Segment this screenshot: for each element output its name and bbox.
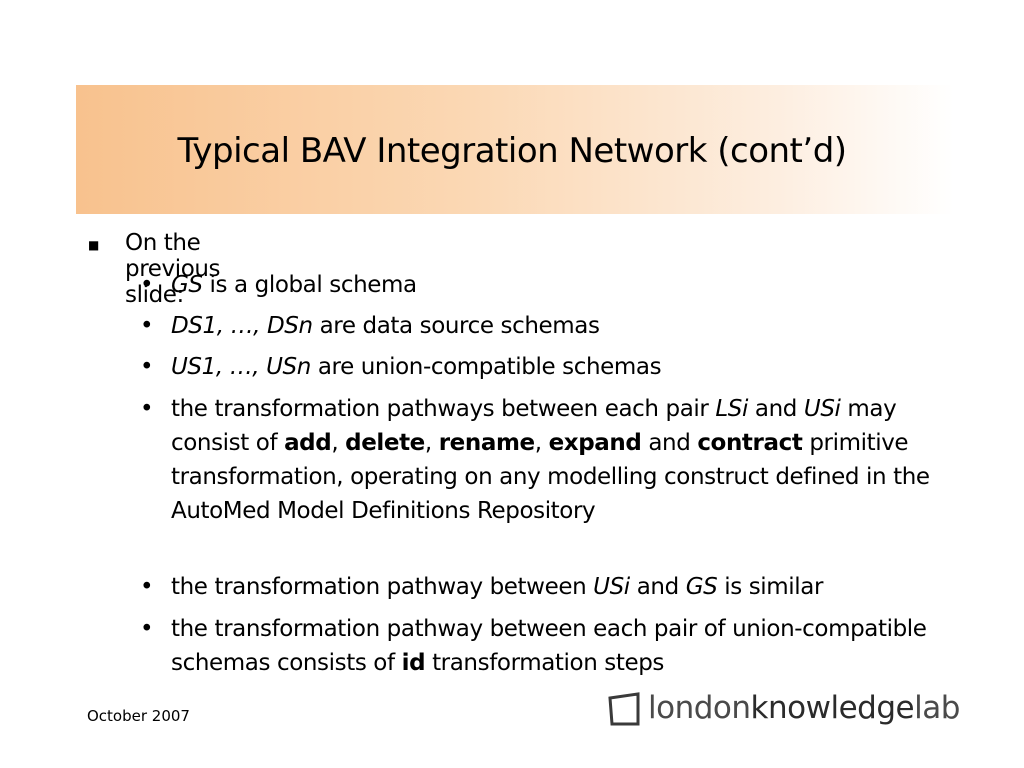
bullet-dot-icon: •: [140, 574, 154, 600]
slide-title: Typical BAV Integration Network (cont’d): [177, 131, 847, 171]
bullet-dot-icon: •: [140, 354, 154, 380]
title-band: [76, 85, 954, 214]
logo-text-london: london: [648, 690, 751, 726]
intro-text: On the previous slide:: [125, 230, 221, 308]
bullet-dot-icon: •: [140, 396, 154, 422]
bracket-square-icon: [608, 692, 640, 726]
square-bullet-icon: ■: [88, 238, 100, 252]
footer-date: October 2007: [87, 707, 190, 725]
bullet-dot-icon: •: [140, 313, 154, 339]
logo-text-lab: lab: [914, 690, 960, 726]
bullet-dot-icon: •: [140, 272, 154, 298]
logo-text-knowledge: knowledge: [750, 690, 915, 726]
bullet-dot-icon: •: [140, 616, 154, 642]
